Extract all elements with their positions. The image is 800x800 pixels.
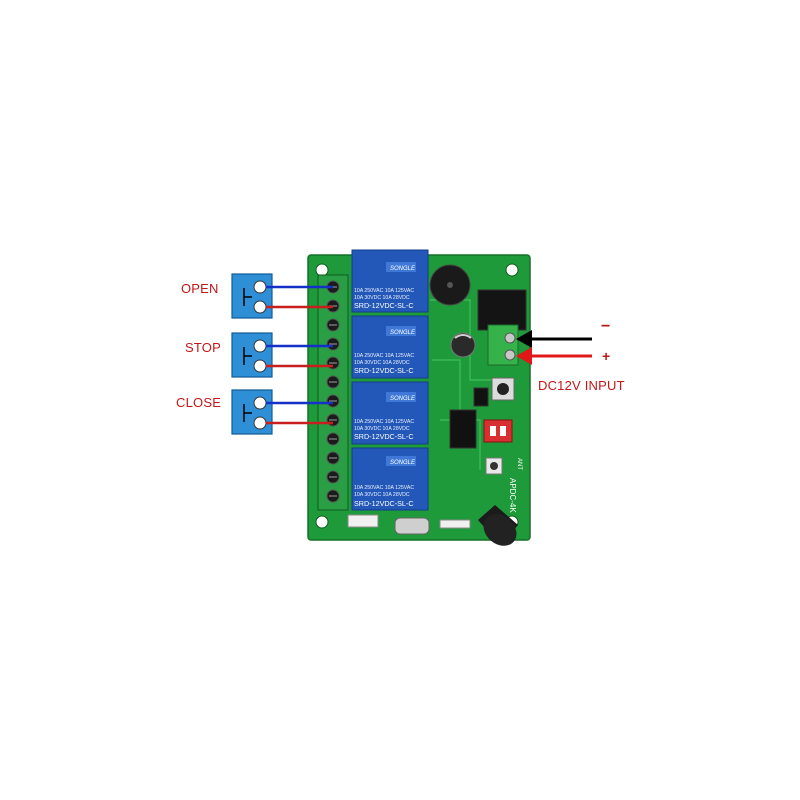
pin-header xyxy=(347,514,379,528)
relay-rating-2: 10A 30VDC 10A 28VDC xyxy=(354,360,410,366)
board-components: APDC-4K ANT xyxy=(347,264,527,546)
ic-chip-small xyxy=(473,387,489,407)
capacitor xyxy=(450,332,476,358)
board-model-label: APDC-4K xyxy=(508,478,517,513)
relay-2: SONGLE 10A 250VAC 10A 125VAC 10A 30VDC 1… xyxy=(351,315,429,379)
relay-brand: SONGLE xyxy=(390,330,416,336)
ic-chip xyxy=(449,409,477,449)
label-power-input: DC12V INPUT xyxy=(538,378,625,393)
relay-rating-1: 10A 250VAC 10A 125VAC xyxy=(354,288,414,294)
relay-model: SRD-12VDC-SL-C xyxy=(354,366,414,375)
switch-stop xyxy=(231,332,273,378)
label-stop: STOP xyxy=(185,340,221,355)
wires xyxy=(266,285,333,425)
relay-brand: SONGLE xyxy=(390,460,416,466)
label-open: OPEN xyxy=(181,281,219,296)
relay-rating-1: 10A 250VAC 10A 125VAC xyxy=(354,485,414,491)
switch-close xyxy=(231,389,273,435)
relay-rating-2: 10A 30VDC 10A 28VDC xyxy=(354,492,410,498)
label-close: CLOSE xyxy=(176,395,222,410)
relay-model: SRD-12VDC-SL-C xyxy=(354,301,414,310)
dc-jack xyxy=(477,289,527,331)
dip-switch xyxy=(483,419,513,443)
relay-rating-1: 10A 250VAC 10A 125VAC xyxy=(354,419,414,425)
label-minus: − xyxy=(601,318,611,335)
relay-brand: SONGLE xyxy=(390,266,416,272)
relay-rating-1: 10A 250VAC 10A 125VAC xyxy=(354,353,414,359)
relay-model: SRD-12VDC-SL-C xyxy=(354,432,414,441)
relay-group: SONGLE 10A 250VAC 10A 125VAC 10A 30VDC 1… xyxy=(351,249,429,511)
relay-rating-2: 10A 30VDC 10A 28VDC xyxy=(354,426,410,432)
antenna xyxy=(478,505,518,546)
relay-3: SONGLE 10A 250VAC 10A 125VAC 10A 30VDC 1… xyxy=(351,381,429,445)
crystal xyxy=(394,517,430,535)
relay-model: SRD-12VDC-SL-C xyxy=(354,499,414,508)
power-arrows xyxy=(516,330,592,365)
relay-brand: SONGLE xyxy=(390,396,416,402)
label-plus: + xyxy=(602,348,611,364)
relay-1: SONGLE 10A 250VAC 10A 125VAC 10A 30VDC 1… xyxy=(351,249,429,313)
relay-rating-2: 10A 30VDC 10A 28VDC xyxy=(354,295,410,301)
switch-open xyxy=(231,273,273,319)
terminal-strip xyxy=(317,274,349,511)
antenna-label: ANT xyxy=(516,458,522,470)
relay-4: SONGLE 10A 250VAC 10A 125VAC 10A 30VDC 1… xyxy=(351,447,429,511)
